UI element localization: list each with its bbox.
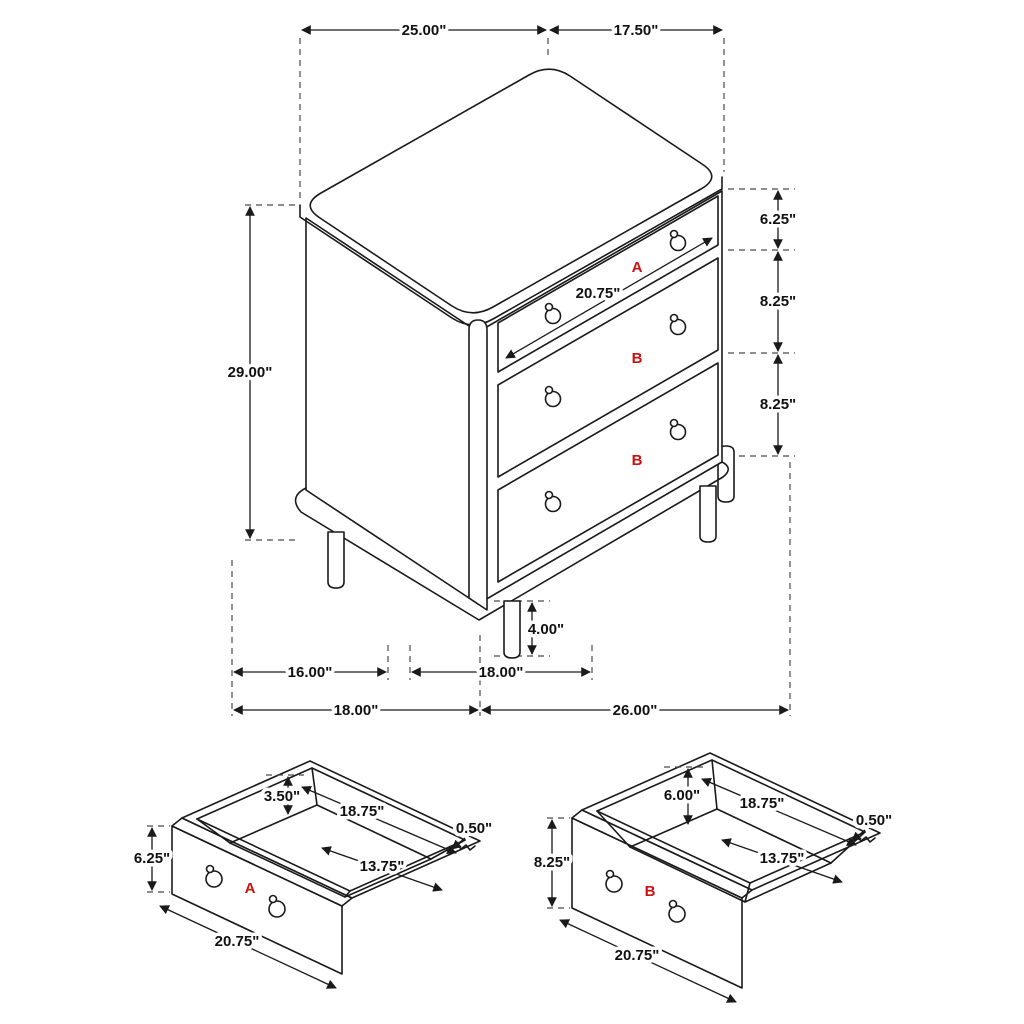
dim-drawer1-height: 6.25" [760,211,796,228]
dim-leg-spacing-depth: 16.00" [288,664,333,681]
dim-drawer2-height: 8.25" [760,293,796,310]
knob-icon [544,385,562,408]
dim-b-front-height: 8.25" [534,854,570,871]
drawer-b-dimensions: 8.25" 6.00" 18.75" 13.75" 0.50" 20.75" [530,766,896,1003]
knob-icon [544,490,562,513]
drawer-1-label: A [632,259,643,276]
knob-icon [668,899,686,923]
dim-drawer-face-width: 20.75" [576,285,621,302]
dim-a-side-height: 3.50" [264,788,300,805]
dim-base-depth: 18.00" [334,702,379,719]
drawer-b-detail: B 8.25" 6.00" 18.75" 13.75" 0.50" 20.75" [530,752,896,1003]
dresser-front-right-leg [699,485,717,543]
dim-a-inner-depth: 13.75" [360,858,405,875]
projection-lines [231,38,795,716]
drawer-b-label: B [645,883,656,900]
dim-leg-height: 4.00" [528,621,564,638]
dim-b-wall-leader [851,829,866,842]
knob-icon [605,869,623,893]
dim-b-front-width: 20.75" [615,947,660,964]
dim-a-inner-depth-line [321,846,443,892]
knob-icon [669,418,687,441]
dim-drawer-face-width-line [505,237,713,359]
dim-a-inner-width: 18.75" [340,803,385,820]
dim-b-inner-depth: 13.75" [760,850,805,867]
dim-b-inner-width: 18.75" [740,795,785,812]
drawer-a-dimensions: 6.25" 3.50" 18.75" 13.75" 0.50" 20.75" [130,774,496,989]
dim-a-front-width: 20.75" [215,933,260,950]
dim-top-depth: 17.50" [614,22,659,39]
dresser-back-left-leg [327,531,345,589]
main-dimensions: 25.00" 17.50" 6.25" 8.25" 8.25" 29.00" 2… [224,19,799,723]
dim-b-side-height: 6.00" [664,787,700,804]
drawer-3-label: B [632,452,643,469]
dresser-top-face [309,68,713,314]
dim-leg-spacing-width: 18.00" [479,664,524,681]
drawer-2-label: B [632,350,643,367]
dim-overall-height: 29.00" [228,364,273,381]
drawer-front-3 [497,362,719,583]
dresser-front-left-leg [503,600,521,659]
dim-b-inner-width-line [701,777,857,847]
dim-b-front-width-line [559,919,737,1003]
dresser-body: A B B [294,68,735,659]
main-dresser-view: A B B 25.00" 17.50" 6.25" 8.25" 8.25" 29… [224,19,799,723]
drawer-a-label: A [245,880,256,897]
dim-a-wall-thickness: 0.50" [456,820,492,837]
dim-b-wall-thickness: 0.50" [856,812,892,829]
dresser-front-left-post [468,319,488,611]
dim-base-width: 26.00" [613,702,658,719]
dim-top-width: 25.00" [402,22,447,39]
dim-a-inner-width-line [301,785,457,855]
dresser-base-rail [294,461,730,621]
dim-a-wall-leader [451,837,466,850]
dim-b-inner-depth-line [721,838,843,884]
dim-a-front-width-line [159,905,337,989]
knob-icon [205,864,223,888]
dim-a-front-height: 6.25" [134,850,170,867]
dim-drawer3-height: 8.25" [760,396,796,413]
drawer-a-detail: A 6.25" 3.50" 18.75" 13.75" 0.50" 20.75" [130,760,496,989]
